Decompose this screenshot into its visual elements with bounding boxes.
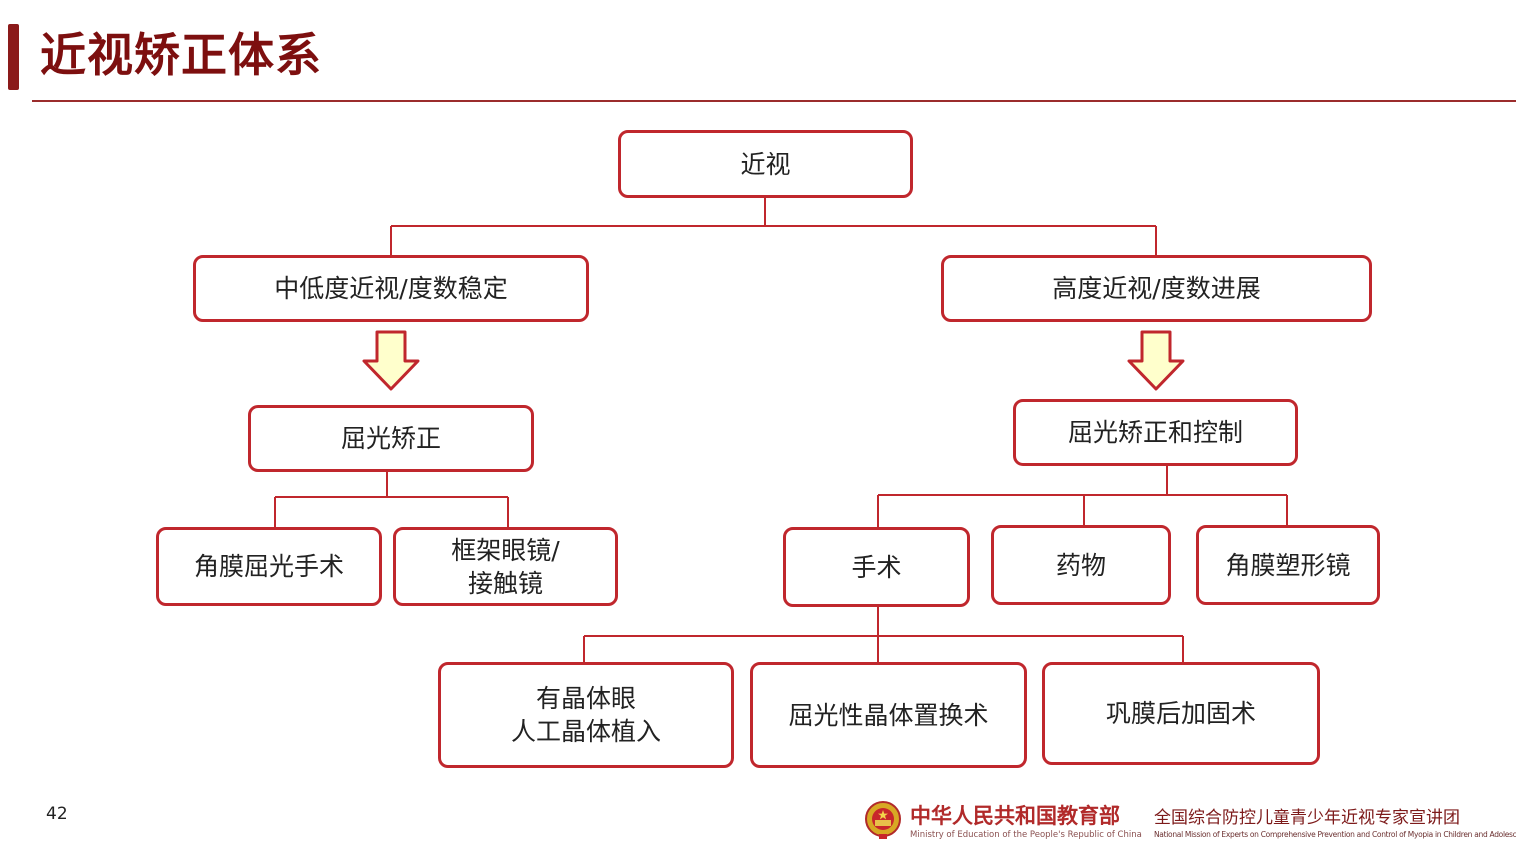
page-title: 近视矫正体系 <box>40 28 322 82</box>
footer-ministry-cn: 中华人民共和国教育部 <box>910 804 1120 828</box>
node-correction-and-control: 屈光矫正和控制 <box>1013 399 1298 466</box>
node-glasses-contacts: 框架眼镜/ 接触镜 <box>393 527 618 606</box>
connector-root <box>390 197 1157 256</box>
connector-right-correction <box>877 465 1288 528</box>
node-surgery: 手术 <box>783 527 970 607</box>
title-accent-bar <box>8 24 19 90</box>
node-corneal-refractive-surgery: 角膜屈光手术 <box>156 527 382 606</box>
footer-mission-en: National Mission of Experts on Comprehen… <box>1154 830 1516 839</box>
connector-surgery <box>583 606 1184 664</box>
down-arrow-right <box>1127 330 1185 391</box>
national-emblem-icon <box>865 801 901 839</box>
node-refractive-lens-exchange: 屈光性晶体置换术 <box>750 662 1027 768</box>
node-phakic-iol: 有晶体眼 人工晶体植入 <box>438 662 734 768</box>
node-high-myopia: 高度近视/度数进展 <box>941 255 1372 322</box>
node-scleral-reinforcement: 巩膜后加固术 <box>1042 662 1320 765</box>
footer-ministry-en: Ministry of Education of the People's Re… <box>910 830 1142 840</box>
node-medication: 药物 <box>991 525 1171 605</box>
node-low-moderate-myopia: 中低度近视/度数稳定 <box>193 255 589 322</box>
node-ortho-k: 角膜塑形镜 <box>1196 525 1380 605</box>
title-divider <box>32 100 1516 102</box>
node-myopia: 近视 <box>618 130 913 198</box>
footer: 中华人民共和国教育部 全国综合防控儿童青少年近视专家宣讲团 Ministry o… <box>864 800 1516 844</box>
footer-mission-cn: 全国综合防控儿童青少年近视专家宣讲团 <box>1154 808 1460 828</box>
connector-left-correction <box>274 471 509 528</box>
down-arrow-left <box>362 330 420 391</box>
page-number: 42 <box>46 804 68 824</box>
node-refractive-correction: 屈光矫正 <box>248 405 534 472</box>
